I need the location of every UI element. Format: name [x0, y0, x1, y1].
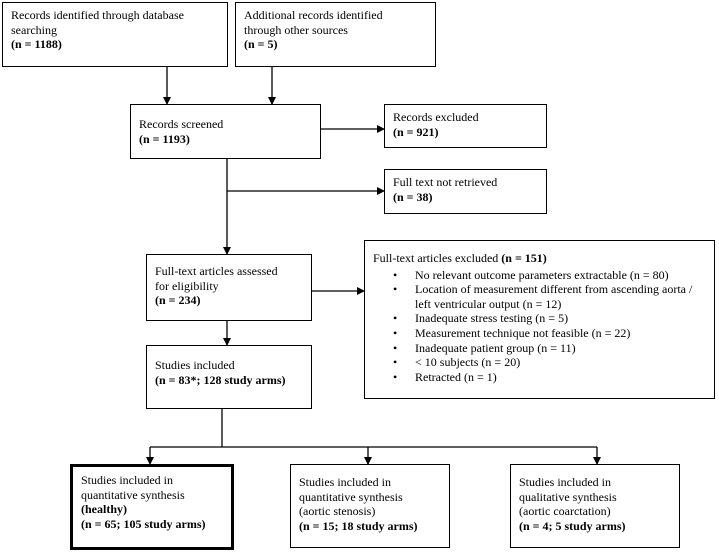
db-search-line-1: Records identified through database [11, 8, 184, 22]
excluded-box: Records excluded (n = 921) [384, 104, 547, 148]
coarctation-synthesis-box: Studies included in qualitative synthesi… [510, 464, 680, 548]
reason-item: < 10 subjects (n = 20) [393, 355, 706, 370]
healthy-line-1: Studies included in [81, 473, 173, 487]
included-label: Studies included [155, 358, 235, 372]
db-search-line-2: searching [11, 22, 57, 37]
assessed-box: Full-text articles assessed for eligibil… [146, 254, 312, 321]
healthy-count: (n = 65; 105 study arms) [81, 516, 206, 531]
not-retrieved-label: Full text not retrieved [393, 175, 498, 189]
reason-text-continuation: left ventricular output (n = 12) [415, 296, 562, 311]
reason-text: Location of measurement different from a… [415, 282, 693, 297]
healthy-synthesis-box: Studies included in quantitative synthes… [70, 464, 234, 550]
reason-text: Measurement technique not feasible (n = … [415, 325, 631, 340]
reason-item: Inadequate stress testing (n = 5) [393, 311, 706, 326]
reason-item: Measurement technique not feasible (n = … [393, 326, 706, 341]
coarctation-line-3: (aortic coarctation) [519, 504, 611, 519]
reason-item: Inadequate patient group (n = 11) [393, 341, 706, 356]
coarctation-count: (n = 4; 5 study arms) [519, 518, 626, 533]
not-retrieved-box: Full text not retrieved (n = 38) [384, 169, 547, 214]
other-sources-line-2: through other sources [244, 22, 348, 37]
included-count: (n = 83*; 128 study arms) [155, 372, 286, 387]
included-box: Studies included (n = 83*; 128 study arm… [146, 345, 312, 409]
healthy-group: (healthy) [81, 502, 127, 517]
screened-count: (n = 1193) [139, 131, 190, 146]
ft-excluded-title-text: Full-text articles excluded [373, 251, 502, 265]
assessed-count: (n = 234) [155, 293, 201, 308]
stenosis-line-1: Studies included in [299, 475, 391, 489]
stenosis-count: (n = 15; 18 study arms) [299, 518, 418, 533]
stenosis-line-3: (aortic stenosis) [299, 504, 376, 519]
excluded-count: (n = 921) [393, 124, 439, 139]
reason-item: Location of measurement different from a… [393, 282, 706, 311]
db-search-count: (n = 1188) [11, 37, 62, 52]
screened-box: Records screened (n = 1193) [130, 104, 321, 159]
reason-item: Retracted (n = 1) [393, 370, 706, 385]
other-sources-box: Additional records identified through ot… [235, 2, 436, 67]
other-sources-line-1: Additional records identified [244, 8, 383, 22]
exclusion-reasons-list: No relevant outcome parameters extractab… [373, 268, 706, 385]
reason-text: Inadequate patient group (n = 11) [415, 340, 576, 355]
stenosis-synthesis-box: Studies included in quantitative synthes… [290, 464, 450, 548]
reason-text: Inadequate stress testing (n = 5) [415, 311, 569, 326]
ft-excluded-count: (n = 151) [501, 251, 547, 265]
stenosis-line-2: quantitative synthesis [299, 489, 403, 504]
assessed-line-2: for eligibility [155, 278, 219, 293]
assessed-line-1: Full-text articles assessed [155, 264, 278, 278]
reason-text: < 10 subjects (n = 20) [415, 355, 521, 370]
db-search-box: Records identified through database sear… [2, 2, 228, 67]
fulltext-excluded-box: Full-text articles excluded (n = 151) No… [364, 240, 715, 399]
other-sources-count: (n = 5) [244, 37, 278, 52]
excluded-label: Records excluded [393, 110, 479, 124]
reason-text: Retracted (n = 1) [415, 369, 497, 384]
coarctation-line-1: Studies included in [519, 475, 611, 489]
screened-label: Records screened [139, 117, 224, 131]
coarctation-line-2: qualitative synthesis [519, 489, 617, 504]
ft-excluded-title: Full-text articles excluded (n = 151) [373, 251, 706, 266]
not-retrieved-count: (n = 38) [393, 189, 433, 204]
reason-text: No relevant outcome parameters extractab… [415, 267, 669, 282]
healthy-line-2: quantitative synthesis [81, 487, 185, 502]
reason-item: No relevant outcome parameters extractab… [393, 268, 706, 283]
